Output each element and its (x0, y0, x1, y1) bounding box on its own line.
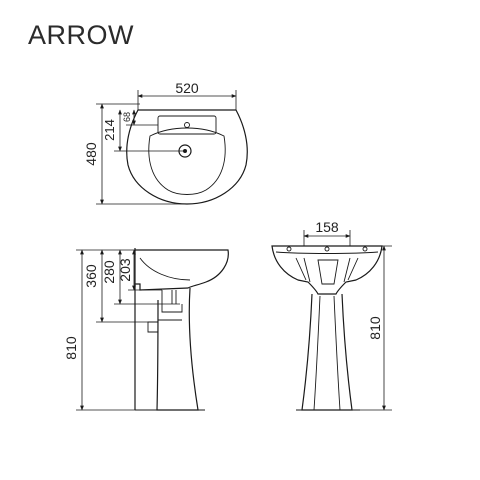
tap-deck (157, 115, 217, 135)
basin-top-outline (126, 109, 248, 205)
dim-label-810-front: 810 (367, 316, 383, 340)
basin-front-outline (271, 245, 383, 295)
tap-hole (184, 122, 190, 128)
basin-top-bowl (148, 127, 226, 195)
top-view: 520 480 214 68 (83, 80, 248, 205)
front-view: 158 810 (271, 219, 392, 411)
dim-label-280: 280 (101, 260, 117, 284)
dim-label-810-side: 810 (63, 336, 79, 360)
pedestal-front-inner (313, 295, 341, 411)
basin-front-fold-left (295, 257, 311, 283)
side-view: 810 360 280 203 (63, 248, 229, 411)
trap-pipe (171, 290, 177, 304)
tap-hole-mid (324, 246, 330, 252)
brand-title: ARROW (28, 20, 134, 50)
tap-hole-right (362, 246, 368, 252)
dim-label-214: 214 (102, 119, 117, 141)
dim-label-203: 203 (117, 258, 133, 282)
waste-pipe (147, 290, 183, 333)
dim-label-158: 158 (315, 219, 339, 235)
basin-side-inner (139, 257, 191, 281)
basin-front-lip (275, 251, 379, 254)
tap-hole-left (286, 246, 292, 252)
dim-label-68: 68 (122, 112, 132, 122)
basin-front-fold-right (343, 257, 359, 283)
dim-label-480: 480 (83, 142, 99, 166)
dim-label-520: 520 (175, 80, 199, 96)
basin-front-center (317, 259, 339, 285)
pedestal-front (301, 293, 353, 411)
pedestal-side (156, 287, 199, 411)
basin-side-profile (135, 249, 229, 291)
dim-label-360: 360 (83, 264, 99, 288)
